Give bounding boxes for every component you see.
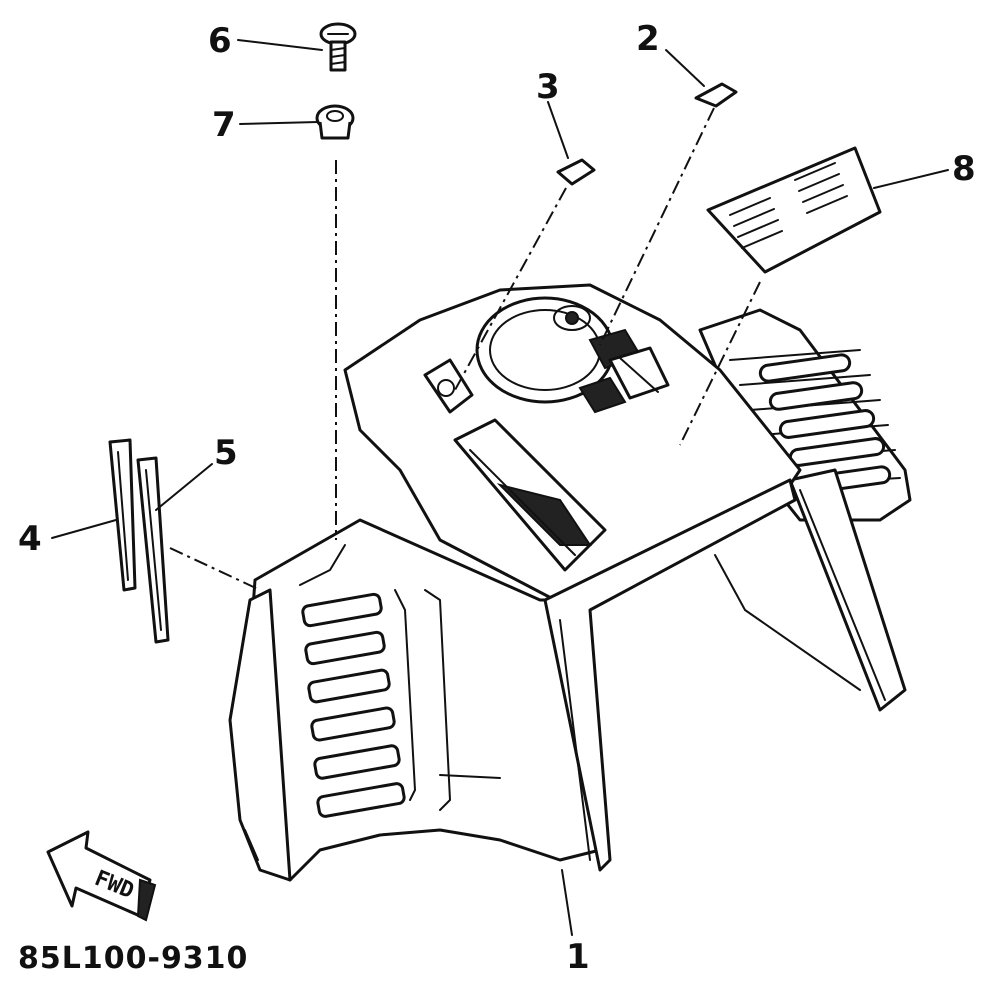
leader-6: [237, 39, 323, 51]
assembly-line-strips: [169, 547, 261, 591]
clip-part-upper: [694, 82, 738, 108]
grommet-part: [315, 104, 355, 140]
front-vent-slots: [301, 592, 406, 818]
callout-8: 8: [952, 149, 976, 189]
leader-4: [51, 519, 117, 539]
callout-7: 7: [212, 105, 236, 145]
switch-block-lower-left: [578, 376, 627, 414]
trim-strip-part-left: [108, 438, 137, 592]
callout-2: 2: [636, 19, 660, 59]
forward-direction-arrow: FWD: [46, 830, 157, 922]
callout-1: 1: [566, 937, 590, 977]
leader-1: [561, 869, 573, 936]
leader-7: [239, 121, 319, 125]
callout-5: 5: [214, 433, 238, 473]
callout-3: 3: [536, 67, 560, 107]
leader-3: [547, 101, 569, 159]
assembly-line-clip-2: [599, 107, 715, 346]
leader-2: [665, 49, 705, 87]
screw-part: [319, 22, 357, 72]
label-decal-part: [706, 146, 882, 274]
clip-part-lower: [556, 158, 596, 186]
callout-4: 4: [18, 519, 42, 559]
leader-5: [155, 463, 213, 511]
trim-strip-part-right: [136, 456, 170, 644]
assembly-line-label: [679, 281, 761, 446]
leader-8: [873, 169, 949, 189]
assembly-line-clip-3: [454, 187, 567, 391]
drawing-code: 85L100-9310: [18, 941, 248, 976]
front-cover-part: [228, 283, 912, 882]
callout-6: 6: [208, 21, 232, 61]
